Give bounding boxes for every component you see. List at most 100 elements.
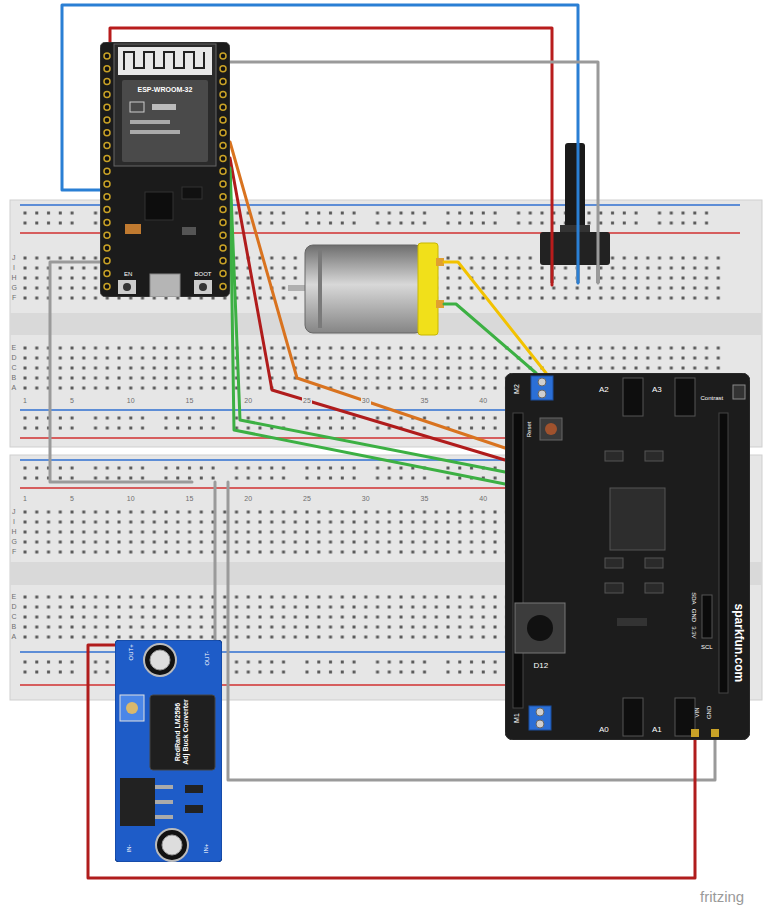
push-button [515,603,565,653]
column-number: 20 [243,495,253,503]
regulator-pin [155,800,173,804]
row-letter: E [11,344,18,352]
esp32-art [100,42,230,297]
mosfet [605,583,623,593]
terminal-screw [536,720,544,728]
screw-terminal [529,706,551,730]
pin-hole [104,155,110,161]
pin-hole [104,104,110,110]
row-letter: H [11,528,18,536]
logo-mark [130,130,180,134]
motor-shield: sparkfun.com [505,373,750,740]
pin-hole [220,168,226,174]
pin-hole [104,79,110,85]
row-letter: F [11,548,17,556]
node-text: RedRand LM2596 Adj Buck Converter [174,699,190,765]
row-letter: A [11,633,18,641]
jumper-wire [230,168,505,472]
node-text: ESP-WROOM-32 [138,86,193,94]
jumper-wire [230,174,505,484]
smd-part [182,227,196,235]
pin-name: GND [690,608,697,621]
usb-port [150,274,180,297]
pin-hole [220,117,226,123]
pin-hole [104,232,110,238]
regulator-pin [155,785,173,789]
motor-band [318,250,322,328]
esp32-pcb [100,42,230,297]
row-letter: H [11,274,18,282]
row-letter: I [12,264,16,272]
resistor [185,805,203,813]
terminal-screw [536,708,544,716]
pin-hole [220,155,226,161]
pin-name: OUT+ [128,644,135,660]
column-number: 15 [185,495,195,503]
pin-name: OUT- [204,651,211,665]
capacitor [156,829,188,861]
power-pin [711,729,719,737]
pin-hole [220,245,226,251]
trim-screw [126,702,138,714]
screw-terminal [531,376,553,400]
resistor [185,785,203,793]
pin-hole [104,117,110,123]
pin-hole [104,283,110,289]
row-letter: C [11,364,18,372]
port-label: A1 [652,725,662,734]
pin-hole [104,207,110,213]
pin-hole [104,130,110,136]
contrast-pot [733,385,745,399]
port-label: A2 [599,385,609,394]
reset-button [540,418,562,440]
capacitor-top [150,650,170,670]
chip [182,187,202,199]
pin-hole [220,79,226,85]
pin-hole [220,91,226,97]
column-number: 30 [361,397,371,405]
pin-name: IN+ [203,843,210,853]
column-number: 15 [185,397,195,405]
watermark: fritzing [700,888,744,905]
smd-part [125,224,141,234]
pin-hole [104,271,110,277]
pin-hole [220,219,226,225]
antenna-area [118,47,212,75]
column-number: 5 [69,397,75,405]
power-pin [691,729,699,737]
wire [444,262,546,373]
pin-name: 3.3V [690,626,697,638]
column-number: 25 [302,397,312,405]
buck-pcb [115,640,222,862]
pot-shaft [565,143,585,238]
node-text: sparkfun.com [731,604,745,683]
module-can [122,80,208,162]
terminal-screw [538,390,546,398]
shield-art [505,373,750,740]
pin-hole [104,91,110,97]
mosfet [645,583,663,593]
pin-hole [220,66,226,72]
mosfet [605,558,623,568]
column-number: 20 [243,397,253,405]
column-number: 1 [22,495,28,503]
logo-mark [130,120,170,124]
buck-converter: RedRand LM2596 Adj Buck Converter [115,640,222,862]
pin-hole [104,258,110,264]
smd-part [617,618,647,626]
row-letter: E [11,593,18,601]
terminal-label: M1 [513,713,521,723]
wire [230,62,598,283]
row-letter: F [11,294,17,302]
row-letter: C [11,613,18,621]
pot-label: Contrast [701,395,724,402]
column-number: 10 [126,397,136,405]
sensor-socket [623,378,643,416]
pin-hole [104,194,110,200]
terminal-screw [538,378,546,386]
wire [444,304,536,373]
pin-hole [104,53,110,59]
button-label: EN [124,271,132,278]
